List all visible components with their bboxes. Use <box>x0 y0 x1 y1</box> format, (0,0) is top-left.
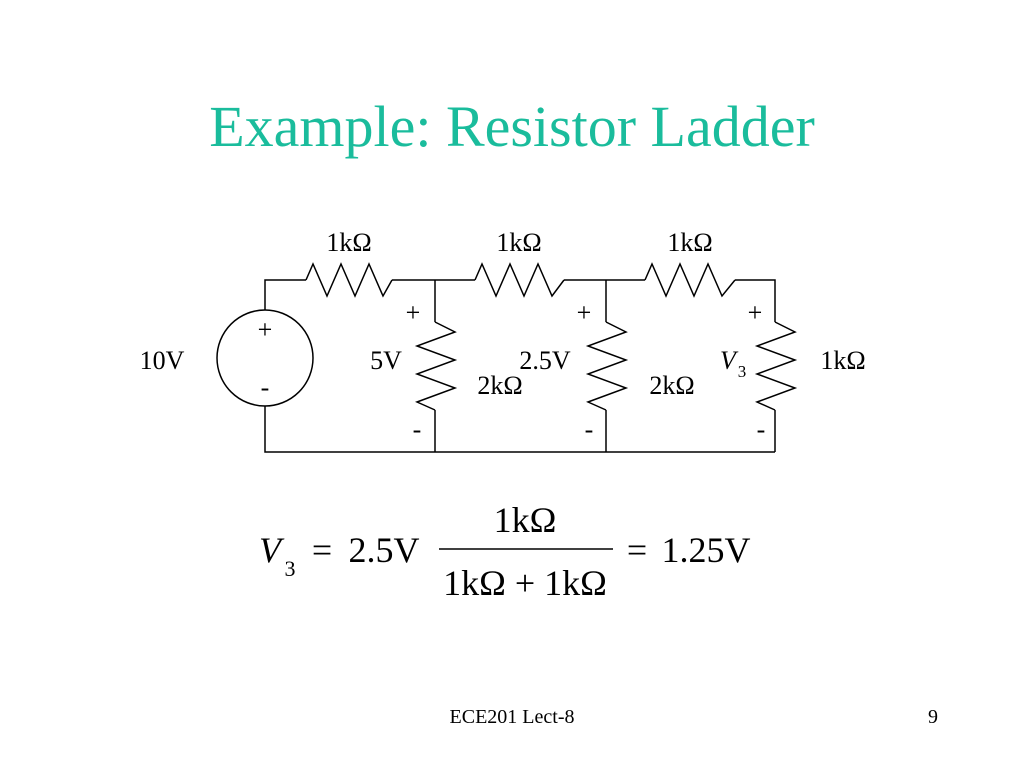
equation-equals-1: = <box>312 530 332 570</box>
series-resistor-3-icon <box>644 262 736 298</box>
node-3-plus-sign: + <box>748 298 763 327</box>
source-plus-sign: + <box>258 315 273 344</box>
shunt-resistor-1-label: 2kΩ <box>477 371 522 400</box>
source-voltage-label: 10V <box>140 346 185 375</box>
equation-denominator: 1kΩ + 1kΩ <box>443 563 607 603</box>
circuit-wires <box>264 279 776 453</box>
shunt-resistor-2-icon <box>585 321 629 411</box>
wire-source-top <box>264 279 306 310</box>
node-2-voltage-label: 2.5V <box>519 346 571 375</box>
node-2-minus-sign: - <box>585 415 594 444</box>
wire-bottom-rail <box>264 406 775 453</box>
node-3-voltage-label: V <box>720 346 739 375</box>
node-1-plus-sign: + <box>406 298 421 327</box>
series-resistor-3-label: 1kΩ <box>667 228 712 257</box>
voltage-source-icon <box>216 309 314 407</box>
node-3-minus-sign: - <box>757 415 766 444</box>
slide-title: Example: Resistor Ladder <box>209 94 815 159</box>
slide-footer: ECE201 Lect-8 <box>449 706 575 728</box>
wire-top-3 <box>735 279 776 322</box>
source-minus-sign: - <box>261 373 270 402</box>
shunt-resistor-3-label: 1kΩ <box>820 346 865 375</box>
shunt-resistor-1-icon <box>414 321 458 411</box>
equation-lhs-subscript: 3 <box>285 556 296 581</box>
page-number: 9 <box>928 706 938 728</box>
node-1-voltage-label: 5V <box>370 346 402 375</box>
equation-numerator: 1kΩ <box>494 500 557 540</box>
equation-lhs: V <box>259 530 285 570</box>
node-1-minus-sign: - <box>413 415 422 444</box>
equation: V 3 = 2.5V 1kΩ 1kΩ + 1kΩ = 1.25V <box>259 500 751 603</box>
series-resistor-2-label: 1kΩ <box>496 228 541 257</box>
equation-equals-2: = <box>627 530 647 570</box>
node-2-plus-sign: + <box>577 298 592 327</box>
equation-coefficient: 2.5V <box>349 530 420 570</box>
series-resistor-2-icon <box>474 262 565 298</box>
series-resistor-1-label: 1kΩ <box>326 228 371 257</box>
node-3-voltage-subscript: 3 <box>738 362 747 381</box>
shunt-resistor-3-icon <box>754 321 798 411</box>
equation-result: 1.25V <box>662 530 751 570</box>
shunt-resistor-2-label: 2kΩ <box>649 371 694 400</box>
series-resistor-1-icon <box>305 262 393 298</box>
